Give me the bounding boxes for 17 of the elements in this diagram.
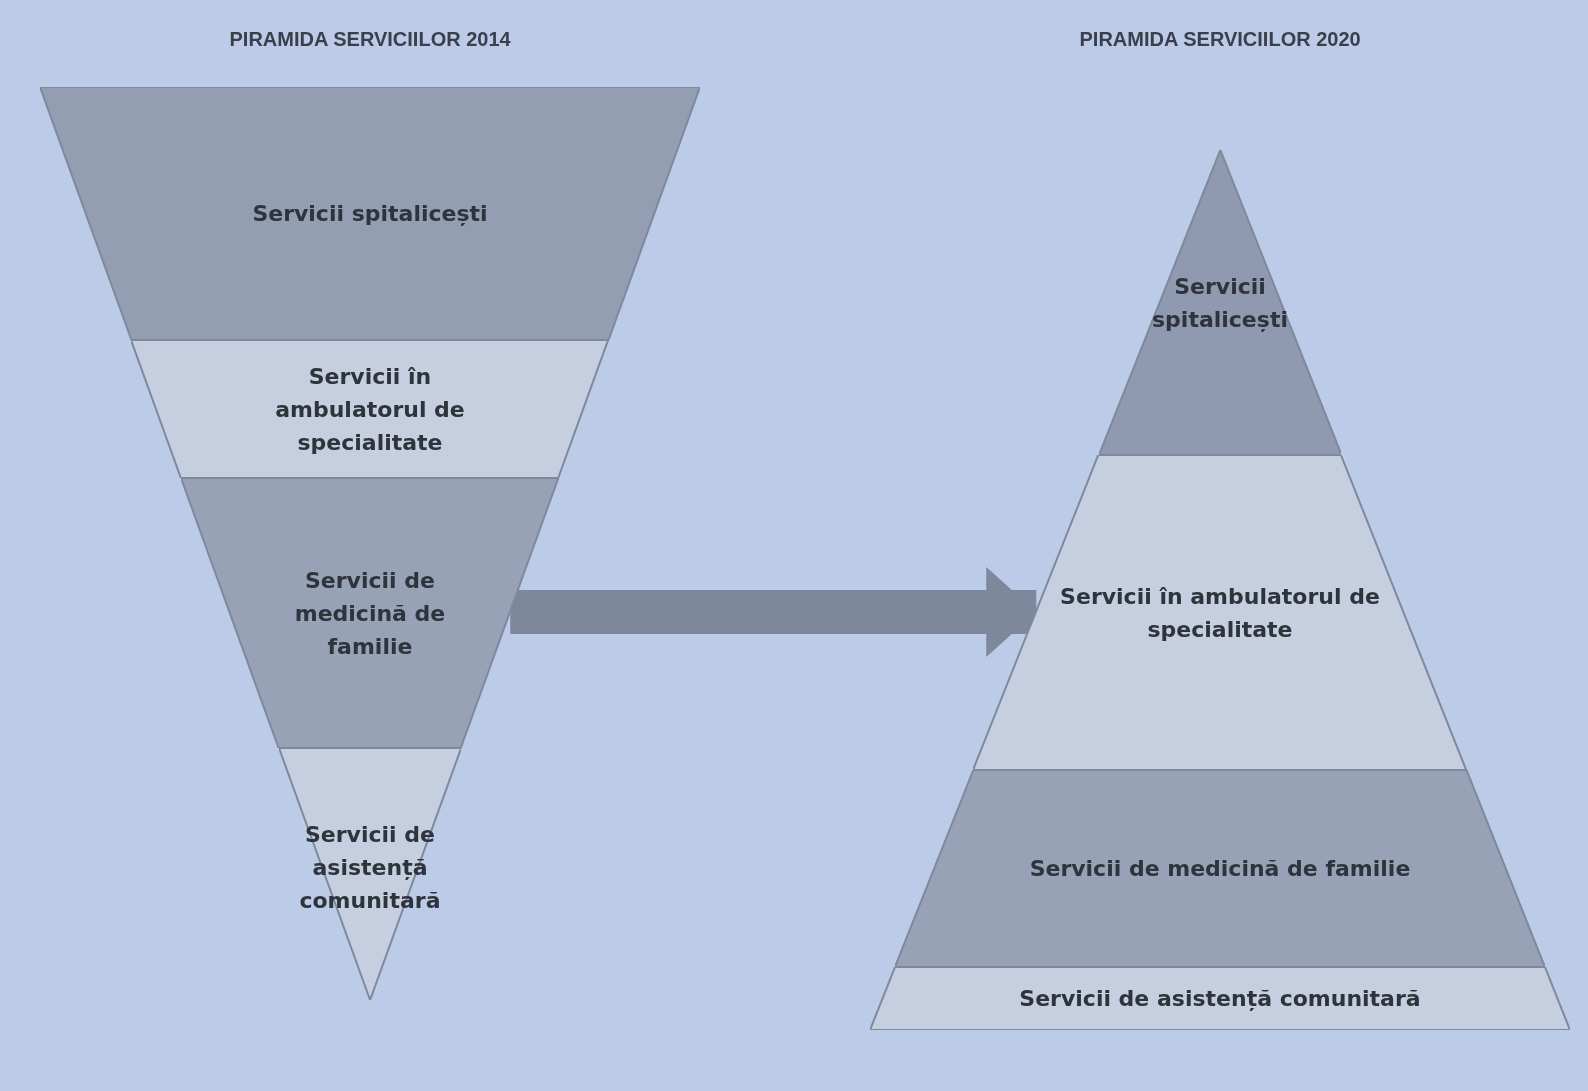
level-label: Servicii în ambulatorul de specialitate [274, 362, 466, 457]
pyramid-level [278, 748, 462, 1000]
level-label: Servicii spitalicești [1151, 273, 1289, 334]
pyramid-title: PIRAMIDA SERVICIILOR 2020 [1079, 28, 1361, 51]
pyramid-title: PIRAMIDA SERVICIILOR 2014 [229, 28, 511, 51]
block-arrow [510, 567, 1037, 657]
level-label: Servicii de asistență comunitară [1019, 985, 1421, 1013]
level-label: Servicii de asistență comunitară [298, 821, 442, 915]
pyramid-level [895, 770, 1545, 967]
pyramid-level [40, 87, 700, 340]
level-label: Servicii spitalicești [252, 200, 488, 228]
pyramid-level [181, 478, 559, 748]
level-label: Servicii de medicină de familie [293, 566, 447, 661]
level-label: Servicii de medicină de familie [1029, 855, 1411, 883]
pyramid-level [1098, 150, 1342, 455]
pyramid-level [973, 455, 1467, 770]
level-label: Servicii în ambulatorul de specialitate [1059, 582, 1381, 644]
